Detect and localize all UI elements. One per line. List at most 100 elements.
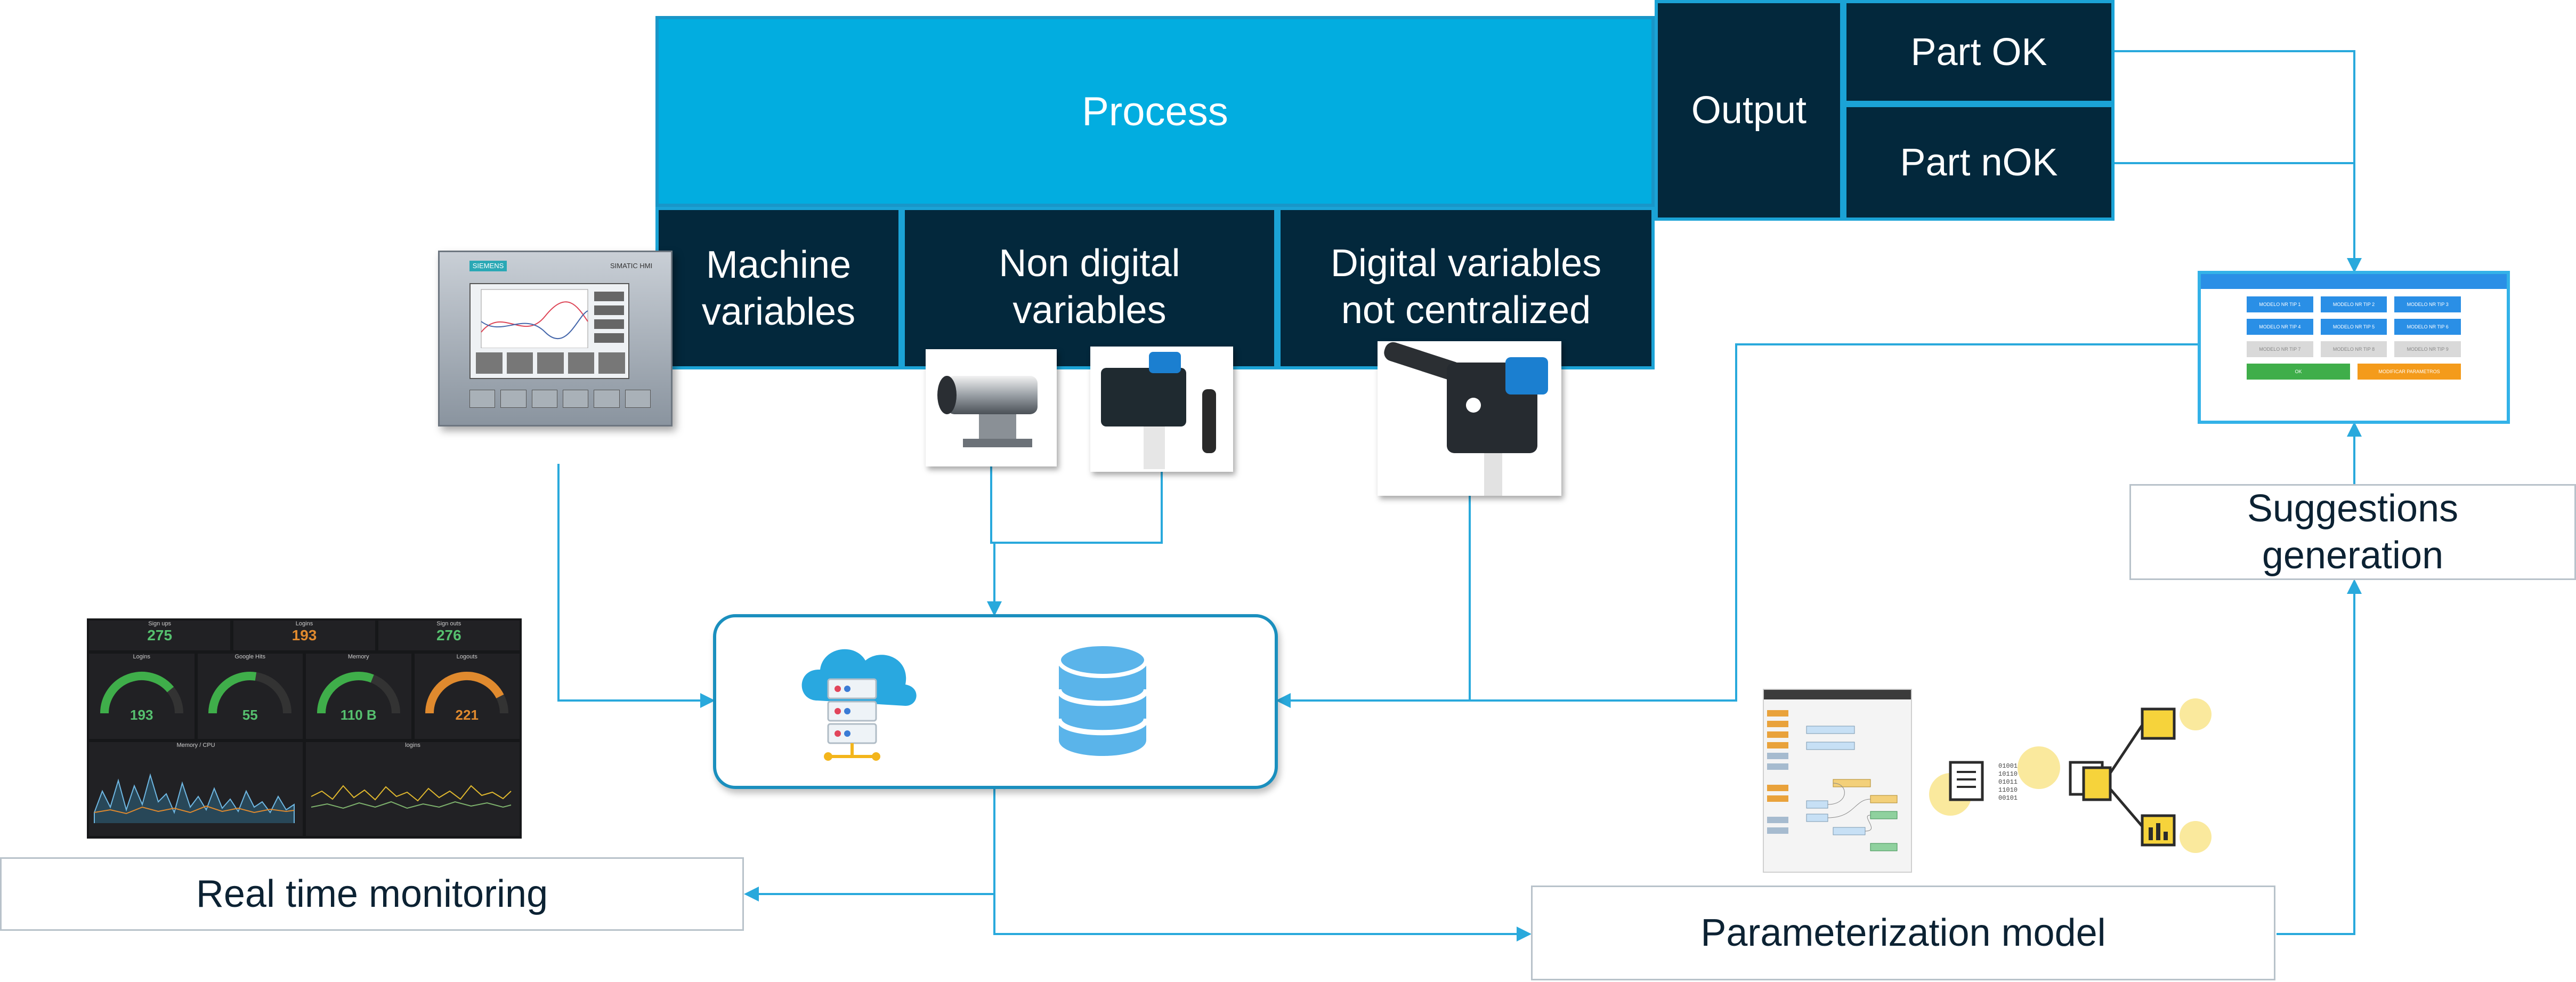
hmi-function-keys bbox=[469, 390, 651, 408]
stat-value: 276 bbox=[436, 627, 461, 643]
dashboard-stat: Sign outs 276 bbox=[378, 621, 520, 650]
modify-parameters-button[interactable]: MODIFICAR PARAMETROS bbox=[2358, 364, 2461, 380]
hub-down-line bbox=[993, 789, 1532, 941]
parameterization-model-box: Parameterization model bbox=[1531, 886, 2275, 980]
ok-button[interactable]: OK bbox=[2247, 364, 2350, 380]
dashboard-gauge: Logouts 221 bbox=[414, 654, 520, 739]
suggestion-option-button[interactable]: MODELO NR TIP 6 bbox=[2394, 319, 2461, 335]
suggestion-option-button[interactable]: MODELO NR TIP 9 bbox=[2394, 341, 2461, 357]
part-nok-label: Part nOK bbox=[1900, 141, 2058, 184]
flow-editor-image bbox=[1763, 689, 1912, 873]
hmi-screen bbox=[469, 283, 629, 379]
suggestions-generation-label: Suggestions generation bbox=[2247, 487, 2459, 577]
partok-to-panel-line bbox=[2115, 50, 2362, 273]
gauge-label: Memory bbox=[347, 654, 369, 660]
gauge-fill bbox=[317, 672, 374, 714]
part-nok-box: Part nOK bbox=[1843, 104, 2115, 221]
output-box: Output bbox=[1655, 0, 1843, 221]
gauge-dial bbox=[317, 672, 400, 714]
sensors-merge-line bbox=[990, 466, 1163, 544]
dashboard-gauge: Memory 110 B bbox=[306, 654, 411, 739]
suggestion-panel-header bbox=[2201, 274, 2507, 289]
digital-to-hub-line bbox=[1276, 496, 1471, 708]
part-ok-label: Part OK bbox=[1910, 30, 2047, 74]
logins-graph bbox=[311, 785, 512, 809]
machine-variables-box: Machine variables bbox=[655, 207, 902, 369]
suggestion-option-button[interactable]: MODELO NR TIP 5 bbox=[2320, 319, 2387, 335]
gauge-dial bbox=[208, 672, 292, 714]
suggestion-panel-image: MODELO NR TIP 1 MODELO NR TIP 2 MODELO NR … bbox=[2198, 271, 2510, 424]
parameterization-model-label: Parameterization model bbox=[1700, 912, 2106, 954]
digital-sensor-photo bbox=[1378, 341, 1561, 496]
svg-text:01001: 01001 bbox=[1998, 762, 2018, 770]
graph-label: Memory / CPU bbox=[176, 742, 215, 748]
dashboard-graph-row: Memory / CPU logins bbox=[89, 742, 520, 836]
suggestion-option-button[interactable]: MODELO NR TIP 7 bbox=[2247, 341, 2313, 357]
suggestion-option-button[interactable]: MODELO NR TIP 1 bbox=[2247, 296, 2313, 312]
dashboard-stat: Sign ups 275 bbox=[89, 621, 231, 650]
gauge-label: Logins bbox=[133, 654, 150, 660]
dashboard-gauge: Logins 193 bbox=[89, 654, 195, 739]
gauge-value: 55 bbox=[242, 707, 258, 723]
param-to-suggest-line bbox=[2277, 579, 2362, 935]
gauge-fill bbox=[425, 672, 504, 714]
suggestion-option-button[interactable]: MODELO NR TIP 2 bbox=[2320, 296, 2387, 312]
svg-text:11010: 11010 bbox=[1998, 786, 2018, 794]
process-title: Process bbox=[1082, 88, 1228, 134]
proximity-sensor-photo bbox=[1090, 347, 1233, 472]
suggestion-option-button[interactable]: MODELO NR TIP 8 bbox=[2320, 341, 2387, 357]
suggestion-option-button[interactable]: MODELO NR TIP 3 bbox=[2394, 296, 2461, 312]
real-time-monitoring-label: Real time monitoring bbox=[196, 873, 548, 915]
gauge-dial bbox=[100, 672, 183, 714]
real-time-monitoring-box: Real time monitoring bbox=[0, 857, 744, 931]
suggestion-option-button[interactable]: MODELO NR TIP 4 bbox=[2247, 319, 2313, 335]
suggestions-generation-box: Suggestions generation bbox=[2129, 484, 2576, 580]
digital-variables-label: Digital variables not centralized bbox=[1330, 242, 1602, 332]
stat-value: 193 bbox=[291, 627, 317, 643]
dashboard-stat: Logins 193 bbox=[233, 621, 375, 650]
stat-label: Sign ups bbox=[148, 621, 172, 627]
svg-text:10110: 10110 bbox=[1998, 770, 2018, 778]
non-digital-variables-box: Non digital variables bbox=[902, 207, 1277, 369]
infrared-sensor-icon bbox=[937, 376, 1038, 447]
gauge-value: 110 B bbox=[340, 707, 377, 723]
gauge-label: Logouts bbox=[456, 654, 477, 660]
gauge-label: Google Hits bbox=[234, 654, 265, 660]
infrared-sensor-photo bbox=[926, 349, 1057, 466]
suggestion-button-grid: MODELO NR TIP 1 MODELO NR TIP 2 MODELO NR … bbox=[2201, 289, 2507, 357]
output-label: Output bbox=[1691, 89, 1807, 132]
panel-to-hub-line bbox=[1278, 343, 2198, 702]
monitoring-dashboard-image: Sign ups 275 Logins 193 Sign outs 276 Lo… bbox=[87, 618, 522, 839]
dashboard-stat-row: Sign ups 275 Logins 193 Sign outs 276 bbox=[89, 621, 520, 650]
gauge-fill bbox=[208, 672, 257, 714]
hmi-screen-buttons bbox=[476, 352, 625, 374]
stat-value: 275 bbox=[147, 627, 173, 643]
flow-editor-nodes bbox=[1767, 710, 1898, 851]
data-hub-box bbox=[713, 614, 1278, 789]
gauge-fill bbox=[100, 672, 174, 714]
hmi-model: SIMATIC HMI bbox=[610, 262, 653, 270]
machine-variables-label: Machine variables bbox=[701, 243, 856, 333]
hmi-to-hub-line bbox=[557, 464, 715, 708]
cloud-server-icon bbox=[801, 649, 917, 761]
database-icon bbox=[1056, 642, 1149, 756]
gauge-value: 221 bbox=[455, 707, 479, 723]
hmi-screen-graph bbox=[481, 289, 624, 349]
dashboard-gauge: Google Hits 55 bbox=[197, 654, 303, 739]
memory-cpu-graph bbox=[94, 773, 295, 823]
stat-label: Logins bbox=[295, 621, 313, 627]
gauge-value: 193 bbox=[130, 707, 153, 723]
digital-sensor-icon bbox=[1384, 342, 1548, 496]
dashboard-graph: logins bbox=[306, 742, 520, 836]
part-ok-box: Part OK bbox=[1843, 0, 2115, 104]
dashboard-graph: Memory / CPU bbox=[89, 742, 303, 836]
non-digital-variables-label: Non digital variables bbox=[999, 242, 1180, 332]
proximity-sensor-icon bbox=[1101, 352, 1216, 469]
hmi-panel-image: SIEMENS SIMATIC HMI bbox=[438, 251, 673, 426]
gauge-dial bbox=[425, 672, 509, 714]
svg-text:00101: 00101 bbox=[1998, 794, 2018, 802]
dashboard-gauge-row: Logins 193 Google Hits 55 Memory 110 B Logouts… bbox=[89, 654, 520, 739]
stat-label: Sign outs bbox=[436, 621, 461, 627]
